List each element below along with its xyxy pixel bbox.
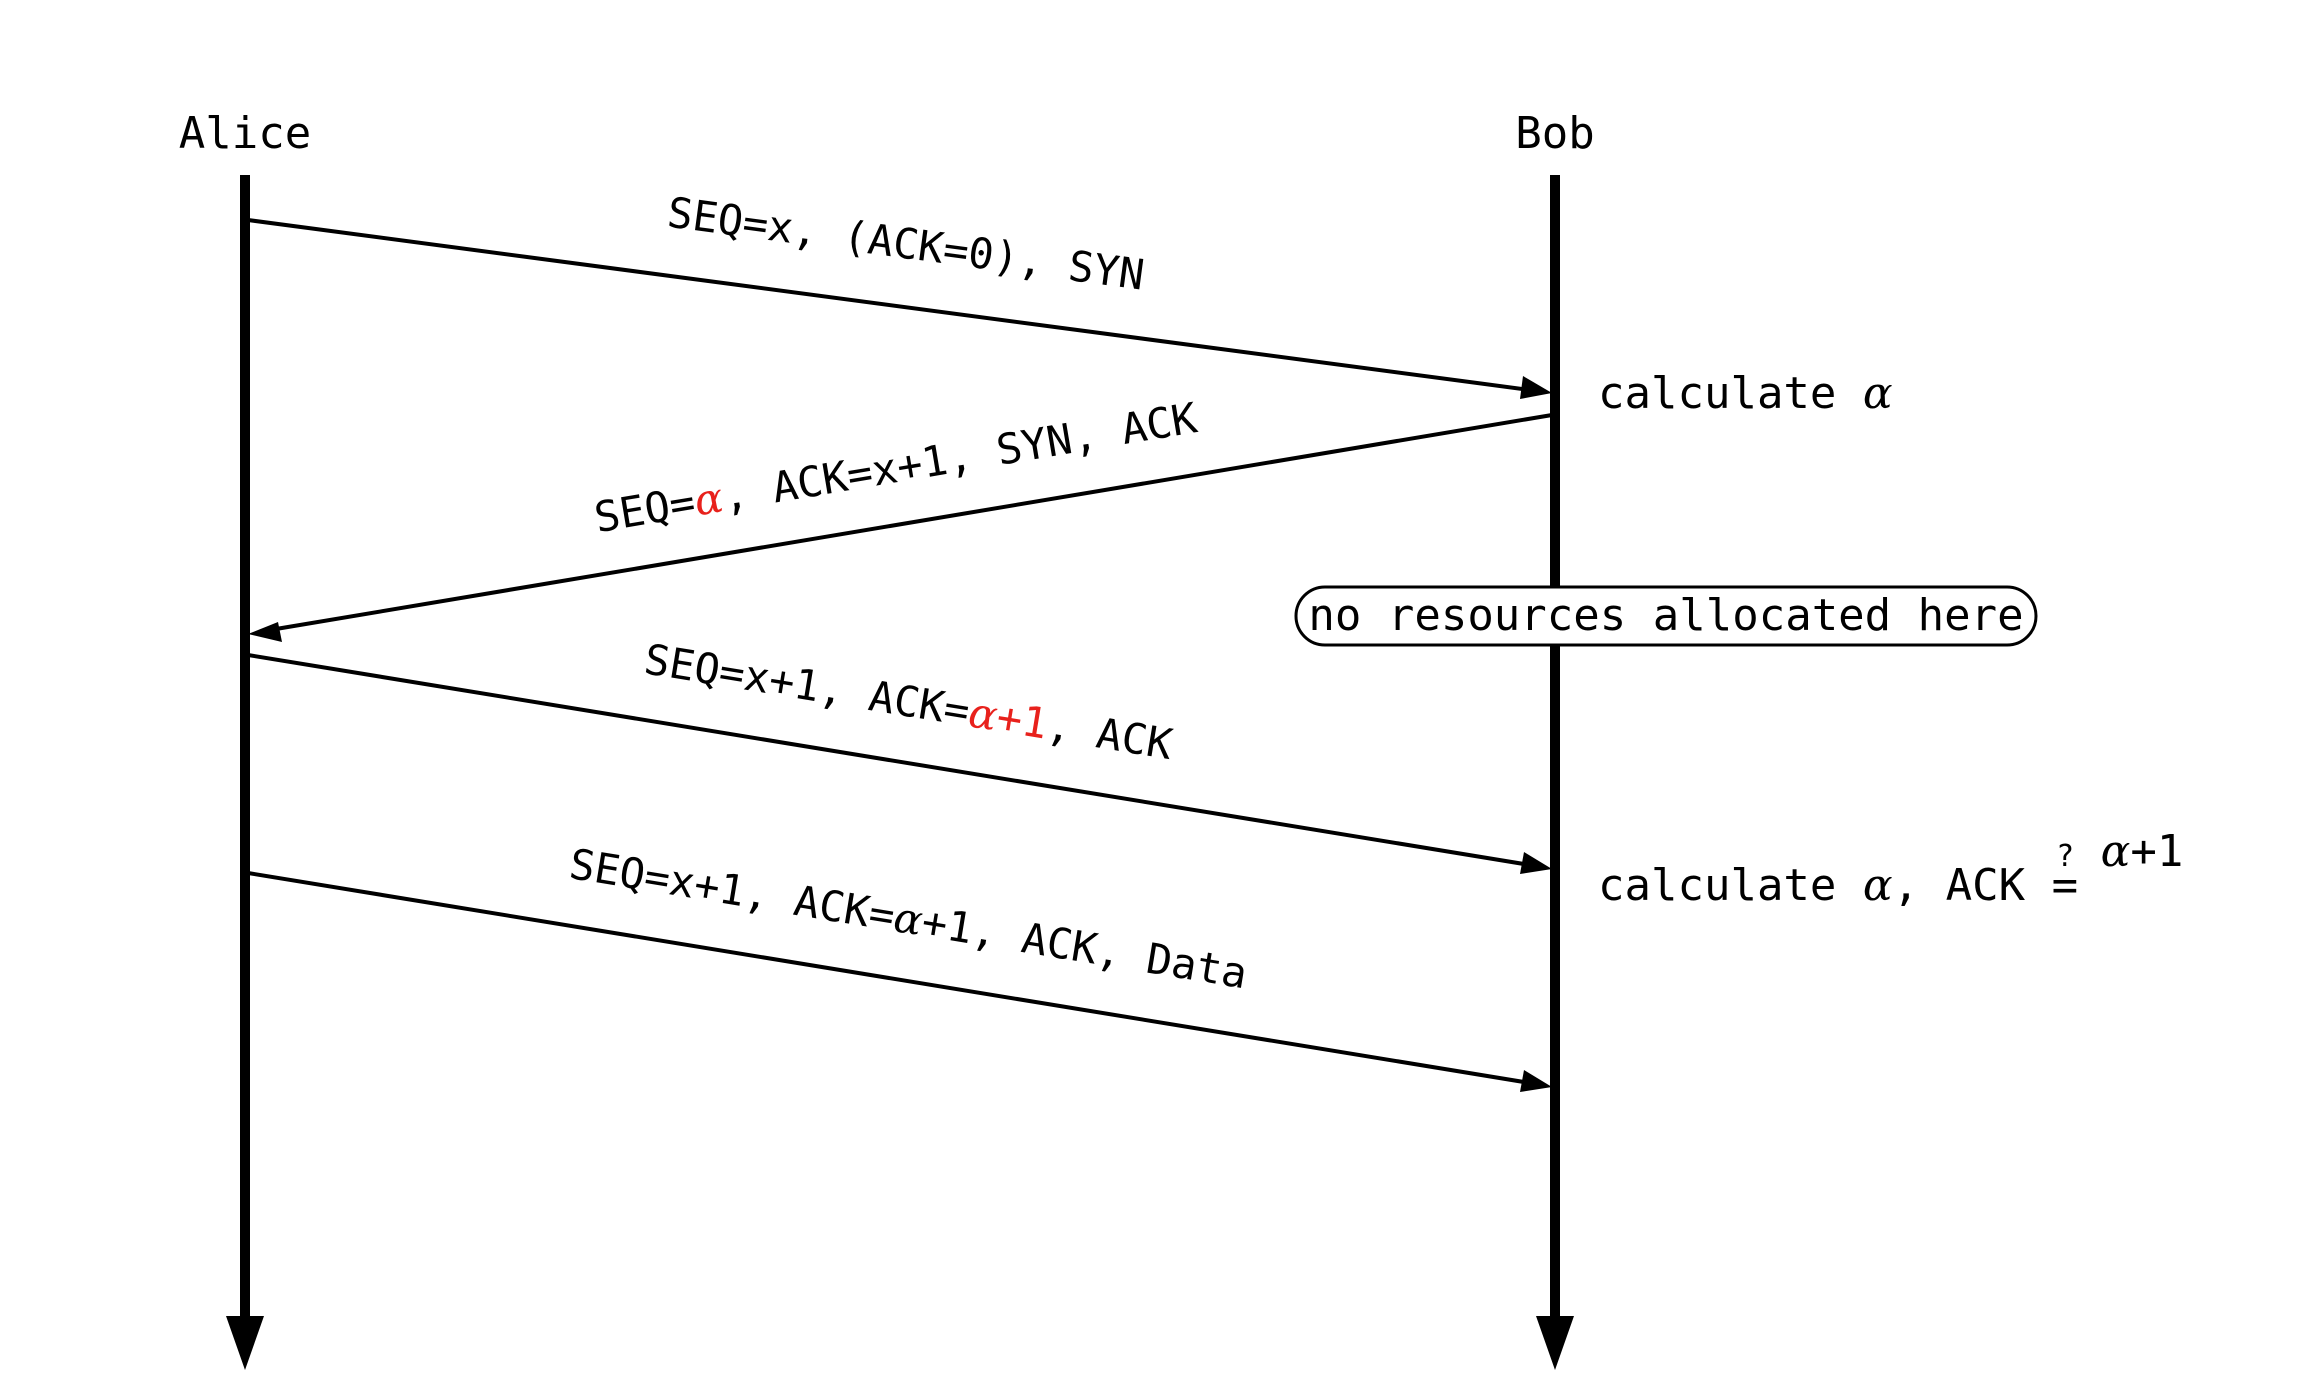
calc-first-part-0: calculate [1598,368,1863,419]
calc-second-part-0: calculate [1598,860,1863,911]
message-syn [247,218,1552,399]
message-ack [247,653,1552,874]
message-2-label-part-0: SEQ=x+1, ACK= [641,634,973,735]
message-3-label-part-0: SEQ=x+1, ACK= [566,839,898,940]
arrowhead-icon [1520,1070,1552,1092]
calc-second-part-5: α [2101,826,2131,877]
message-1-label-part-2: , ACK=x+1, SYN, ACK [719,393,1202,521]
arrowhead-icon [1520,852,1552,874]
message-data [247,871,1552,1092]
lifeline-bob [1536,175,1574,1370]
message-2-label-part-3: , ACK [1043,700,1176,769]
lifeline-bob-arrow-icon [1536,1316,1574,1370]
calc-first-part-1: α [1863,368,1893,419]
message-2-label-part-2: +1 [993,692,1051,749]
lifeline-alice-arrow-icon [226,1316,264,1370]
message-ack-label: SEQ=x+1, ACK=α+1, ACK [641,634,1177,769]
calc-second-part-2: , ACK [1893,860,2052,911]
no-resources-note: no resources allocated here [1294,585,2038,647]
calculate-alpha-check-annotation: calculate α, ACK =? α+1 [1598,826,2183,911]
message-3-label-part-2: +1, ACK, Data [918,897,1250,998]
calc-second-over-mark: ? [2056,839,2074,874]
no-resources-note-text: no resources allocated here [1308,590,2023,641]
lifeline-alice [226,175,264,1370]
calc-second-part-4 [2074,826,2101,877]
calc-second-part-6: +1 [2130,826,2183,877]
actor-bob-label: Bob [1515,108,1594,159]
arrowhead-icon [248,622,282,642]
calculate-alpha-annotation: calculate α [1598,368,1893,419]
calc-second-part-3: = [2052,860,2079,911]
actor-alice-label: Alice [179,108,311,159]
calc-second-part-1: α [1863,860,1893,911]
arrowhead-icon [1520,376,1552,399]
message-1-label-part-0: SEQ= [591,477,699,542]
message-syn-ack-label: SEQ=α, ACK=x+1, SYN, ACK [591,393,1201,542]
message-data-label: SEQ=x+1, ACK=α+1, ACK, Data [566,839,1251,998]
message-syn-ack [248,413,1553,642]
